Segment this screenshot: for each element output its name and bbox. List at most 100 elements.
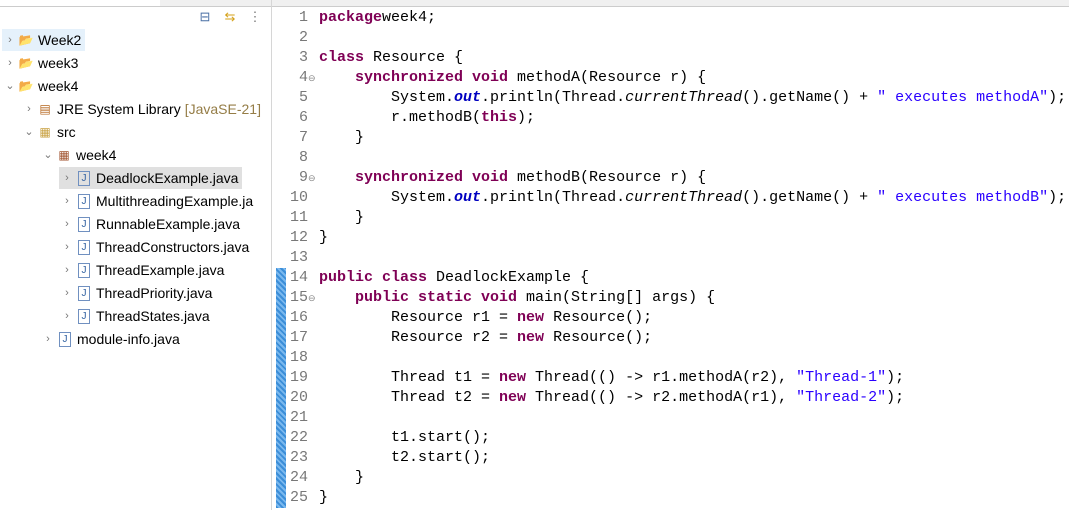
fold-toggle-icon[interactable]: ⊖ — [308, 73, 316, 83]
code-line[interactable]: Resource r1 = new Resource(); — [319, 308, 652, 328]
fold-toggle-icon[interactable]: ⊖ — [308, 173, 316, 183]
java-file-icon: J — [78, 262, 90, 278]
expand-toggle-icon[interactable]: › — [65, 264, 69, 276]
code-line[interactable]: Resource r2 = new Resource(); — [319, 328, 652, 348]
line-number: 4 — [298, 69, 308, 86]
code-line[interactable]: } — [319, 128, 364, 148]
code-line[interactable]: } — [319, 468, 364, 488]
java-file-icon: J — [78, 170, 90, 186]
line-number: 25 — [289, 489, 308, 506]
code-line[interactable]: Thread t2 = new Thread(() -> r2.methodA(… — [319, 388, 904, 408]
code-token: methodB(Resource r) { — [508, 169, 707, 186]
code-line[interactable]: } — [319, 228, 328, 248]
java-file-icon: J — [78, 285, 90, 301]
tree-item-label: JRE System Library — [57, 101, 181, 117]
tree-item[interactable]: ›📂week3 — [2, 52, 82, 74]
tree-item-label: Week2 — [38, 32, 82, 48]
project-icon: 📂 — [18, 33, 34, 47]
expand-toggle-icon[interactable]: ⌄ — [24, 126, 34, 138]
code-token: t1.start(); — [319, 429, 491, 446]
line-number: 17 — [289, 329, 308, 346]
line-number: 5 — [298, 89, 308, 106]
line-number: 16 — [289, 309, 308, 326]
expand-toggle-icon[interactable]: › — [65, 195, 69, 207]
expand-toggle-icon[interactable]: › — [65, 287, 69, 299]
expand-toggle-icon[interactable]: › — [65, 218, 69, 230]
code-token: synchronized void — [355, 169, 509, 186]
line-number: 18 — [289, 349, 308, 366]
code-line[interactable]: r.methodB(this); — [319, 108, 535, 128]
line-number: 22 — [289, 429, 308, 446]
code-token — [319, 169, 355, 186]
code-token: Thread(() -> r2.methodA(r1), — [526, 389, 797, 406]
code-token: this — [481, 109, 518, 126]
code-line[interactable]: synchronized void methodA(Resource r) { — [319, 68, 706, 88]
code-line[interactable]: public static void main(String[] args) { — [319, 288, 715, 308]
tree-item[interactable]: ›▤JRE System Library[JavaSE-21] — [21, 98, 265, 120]
line-number: 10 — [289, 189, 308, 206]
code-token: synchronized void — [355, 69, 509, 86]
explorer-toolbar: ⊟ ⇆ ⋮ — [197, 9, 263, 25]
code-token: Thread t2 = — [319, 389, 500, 406]
code-line[interactable]: } — [319, 488, 328, 508]
fold-toggle-icon[interactable]: ⊖ — [308, 293, 316, 303]
code-line[interactable]: synchronized void methodB(Resource r) { — [319, 168, 706, 188]
code-line[interactable]: } — [319, 208, 364, 228]
code-token: "Thread-2" — [796, 389, 887, 406]
tree-item-label: module-info.java — [77, 331, 180, 347]
tree-item[interactable]: › J ThreadExample.java — [59, 259, 228, 281]
package-explorer-tab[interactable] — [0, 0, 160, 7]
expand-toggle-icon[interactable]: › — [46, 333, 50, 345]
code-token: System. — [319, 189, 455, 206]
view-menu-icon[interactable]: ⋮ — [248, 9, 262, 24]
code-line[interactable]: t2.start(); — [319, 448, 490, 468]
code-token: Resource(); — [544, 309, 653, 326]
collapse-all-icon[interactable]: ⊟ — [199, 9, 211, 24]
code-line[interactable]: Thread t1 = new Thread(() -> r1.methodA(… — [319, 368, 904, 388]
code-token: .println(Thread. — [481, 89, 626, 106]
link-with-editor-icon[interactable]: ⇆ — [224, 9, 236, 24]
code-token: new — [499, 389, 527, 406]
code-line[interactable]: packageweek4; — [319, 8, 436, 28]
line-number: 21 — [289, 409, 308, 426]
code-token: currentThread — [625, 89, 743, 106]
line-number: 1 — [298, 9, 308, 26]
code-token: ().getName() + — [742, 89, 878, 106]
code-token: Resource { — [364, 49, 464, 66]
code-line[interactable]: class Resource { — [319, 48, 463, 68]
code-line[interactable]: t1.start(); — [319, 428, 490, 448]
code-token — [319, 69, 355, 86]
expand-toggle-icon[interactable]: ⌄ — [5, 80, 15, 92]
code-line[interactable]: System.out.println(Thread.currentThread(… — [319, 88, 1066, 108]
tree-item[interactable]: ⌄▦week4 — [40, 144, 120, 166]
expand-toggle-icon[interactable]: ⌄ — [43, 149, 53, 161]
expand-toggle-icon[interactable]: › — [8, 34, 12, 46]
line-number: 6 — [298, 109, 308, 126]
expand-toggle-icon[interactable]: › — [65, 172, 69, 184]
tree-item[interactable]: › 📂 Week2 — [2, 29, 86, 51]
code-line[interactable]: public class DeadlockExample { — [319, 268, 589, 288]
code-line[interactable]: System.out.println(Thread.currentThread(… — [319, 188, 1066, 208]
package-explorer: ⊟ ⇆ ⋮ › 📂 Week2 ›📂week3⌄📂week4›▤JRE System … — [0, 0, 272, 510]
library-version-label: [JavaSE-21] — [184, 101, 261, 117]
line-number: 7 — [298, 129, 308, 146]
code-token: public static void — [355, 289, 518, 306]
line-number: 8 — [298, 149, 308, 166]
expand-toggle-icon[interactable]: › — [65, 241, 69, 253]
expand-toggle-icon[interactable]: › — [27, 103, 31, 115]
expand-toggle-icon[interactable]: › — [65, 310, 69, 322]
line-number: 23 — [289, 449, 308, 466]
tree-item-label: ThreadExample.java — [96, 262, 225, 278]
code-token: ); — [1048, 189, 1067, 206]
tree-item[interactable]: ⌄📂week4 — [2, 75, 82, 97]
tree-item[interactable]: ⌄▦src — [21, 121, 80, 143]
expand-toggle-icon[interactable]: › — [8, 57, 12, 69]
